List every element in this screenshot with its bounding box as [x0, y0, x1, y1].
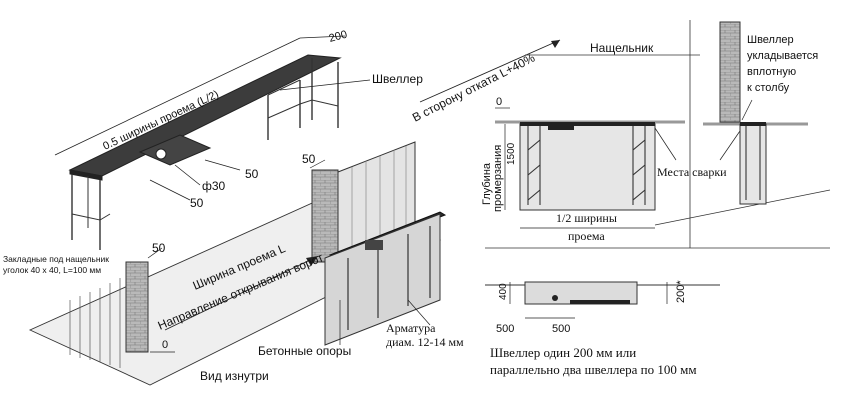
label-channel: Швеллер [372, 72, 423, 86]
divider-diagonal [654, 189, 831, 226]
label-dim-200-top: 200 [328, 29, 349, 45]
leader-phi30 [174, 164, 201, 186]
plate-gate [365, 240, 383, 250]
label-half-width-2: проема [568, 229, 605, 243]
label-dim-500b: 500 [552, 323, 570, 335]
section-rebar [527, 126, 646, 205]
section-channel [520, 122, 655, 126]
label-half-width-1: 1/2 ширины [556, 211, 617, 225]
leader-50a [204, 159, 241, 171]
gate-slats [351, 146, 407, 250]
concrete-block [324, 213, 441, 346]
label-dim-50b: 50 [190, 196, 204, 210]
label-bottom-note-1: Швеллер один 200 мм или [490, 345, 636, 360]
hole-phi30 [155, 148, 167, 160]
rebar [347, 226, 431, 330]
leader-weld [654, 127, 677, 161]
brick-column [719, 21, 741, 123]
label-dim-50d: 50 [302, 152, 316, 166]
rail-low-left [71, 213, 111, 221]
label-embedded-2: уголок 40 х 40, L=100 мм [3, 265, 101, 275]
rail-mid-right [267, 79, 301, 96]
label-zero-right: 0 [496, 96, 502, 108]
label-phi30: ф30 [202, 179, 226, 193]
label-dim-50a: 50 [245, 167, 259, 181]
leader-rebar [407, 299, 431, 326]
label-rebar-1: Арматура [386, 321, 436, 335]
leader-50d [309, 159, 326, 169]
label-inside-view: Вид изнутри [200, 369, 269, 383]
dim-line-half-width [54, 37, 301, 156]
arrow-direction-line [164, 259, 311, 331]
leader-weld-2 [719, 127, 743, 161]
leader-50c [147, 247, 163, 259]
section-plate [548, 122, 574, 130]
arrow-rollback-line [419, 39, 561, 103]
label-bottom-note-2: параллельно два швеллера по 100 мм [490, 362, 697, 377]
frame-3d [54, 35, 371, 250]
fence-left [69, 278, 121, 368]
dim-line-200 [299, 35, 346, 39]
gate-scene [28, 141, 447, 386]
label-channel-note-1: Швеллер [747, 34, 794, 46]
label-channel-note-3: вплотную [747, 66, 796, 78]
label-dim-500a: 500 [496, 323, 514, 335]
post-rebar [745, 126, 761, 200]
label-channel-note-2: укладывается [747, 50, 818, 62]
post-foundation [739, 123, 767, 205]
plan-hole [552, 295, 558, 301]
label-towards-rollback: В сторону отката L+40% [410, 50, 537, 124]
leader-channel [279, 79, 371, 91]
post-channel [740, 122, 766, 126]
brick-post-left [125, 261, 149, 353]
label-weld-spots: Места сварки [657, 165, 727, 179]
label-embedded-1: Закладные под нащельник [3, 254, 109, 264]
label-zero-left: 0 [162, 339, 168, 351]
label-depth-1: Глубина [481, 162, 493, 205]
label-dim-400: 400 [498, 283, 509, 300]
label-depth-2: промерзания [492, 145, 504, 212]
label-rebar-2: диам. 12-14 мм [386, 335, 464, 349]
rail-low-right [267, 99, 339, 119]
label-depth-1500: 1500 [506, 142, 517, 165]
label-dim-50c: 50 [152, 241, 166, 255]
leader-channel-note [741, 99, 753, 121]
channel-front-face [69, 169, 103, 181]
arrow-rollback-head [551, 40, 560, 48]
label-channel-note-4: к столбу [747, 82, 790, 94]
label-dim-200-star: 200* [675, 280, 687, 303]
leader-50b [149, 179, 191, 201]
plan-channel-slot [570, 300, 630, 304]
label-concrete-supports: Бетонные опоры [258, 344, 351, 358]
label-cover-strip: Нащельник [590, 41, 654, 55]
brick-post-right [311, 169, 339, 263]
arrow-direction-head [306, 256, 318, 266]
